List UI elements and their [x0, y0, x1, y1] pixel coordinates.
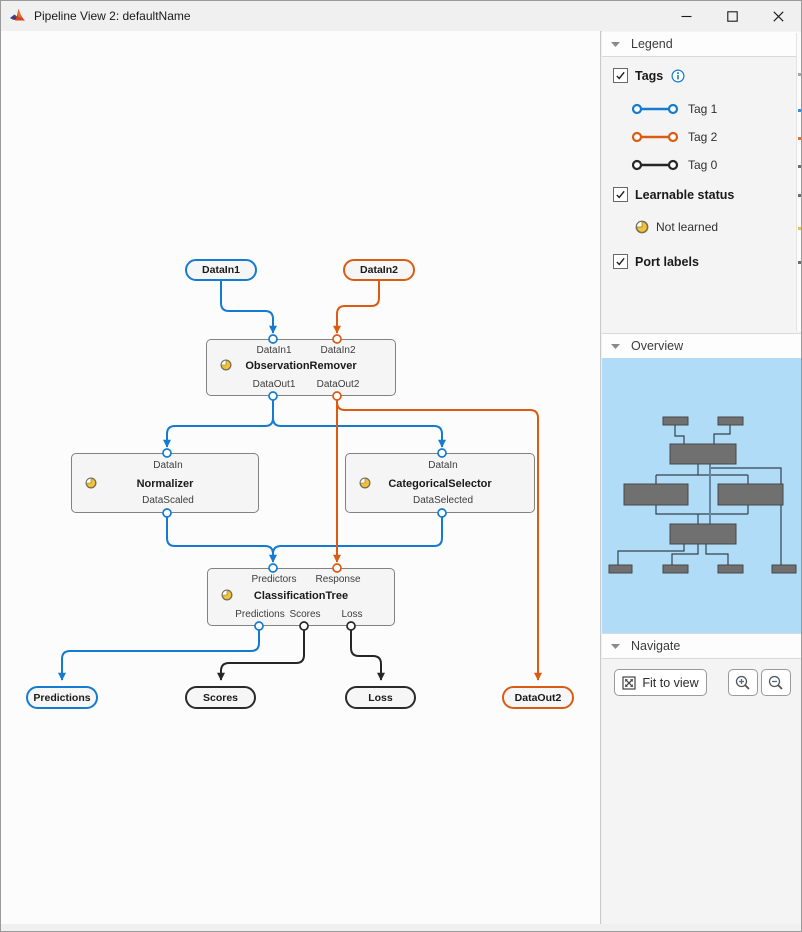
port-labels-label: Port labels — [635, 254, 699, 269]
not-learned-icon — [221, 589, 233, 601]
section-title: Navigate — [631, 639, 681, 653]
zoom-out-button[interactable] — [761, 669, 791, 696]
tag0-line-sample — [631, 158, 679, 172]
tag1-line-sample — [631, 102, 679, 116]
not-learned-icon — [220, 359, 232, 371]
tag2-line-sample — [631, 130, 679, 144]
node-title: ClassificationTree — [253, 590, 349, 602]
port-label: DataOut1 — [252, 379, 296, 390]
port-label: Predictors — [251, 574, 297, 585]
collapse-arrow-icon — [611, 343, 620, 349]
node-dataout2-terminal[interactable]: DataOut2 — [502, 686, 574, 709]
node-observation-remover[interactable]: DataIn1 DataIn2 ObservationRemover DataO… — [206, 339, 396, 396]
section-title: Overview — [631, 339, 684, 353]
port-label: DataIn — [153, 460, 183, 471]
not-learned-icon — [635, 220, 649, 234]
port-label: DataOut2 — [316, 379, 360, 390]
collapse-arrow-icon — [611, 41, 620, 47]
zoom-out-icon — [768, 675, 783, 690]
tags-info-icon[interactable] — [671, 68, 685, 83]
tag2-label: Tag 2 — [688, 130, 718, 144]
learnable-status-label: Learnable status — [635, 187, 735, 202]
node-title: ObservationRemover — [245, 360, 357, 372]
node-label: DataOut2 — [514, 691, 562, 704]
section-title: Legend — [631, 37, 673, 51]
node-datain2-terminal[interactable]: DataIn2 — [343, 259, 415, 281]
node-predictions-terminal[interactable]: Predictions — [26, 686, 98, 709]
not-learned-label: Not learned — [656, 220, 719, 234]
port-label: DataIn1 — [256, 345, 292, 356]
legend-item-tag2: Tag 2 — [631, 130, 717, 144]
overview-minimap[interactable] — [602, 358, 802, 634]
node-label: Loss — [368, 691, 393, 704]
window-close-button[interactable] — [755, 1, 801, 31]
titlebar: Pipeline View 2: defaultName — [1, 1, 801, 32]
legend-item-tag1: Tag 1 — [631, 102, 717, 116]
fit-to-view-button[interactable]: Fit to view — [614, 669, 707, 696]
port-label: Response — [315, 574, 361, 585]
tag0-label: Tag 0 — [688, 158, 718, 172]
window-minimize-button[interactable] — [663, 1, 709, 31]
port-label: Scores — [289, 609, 321, 620]
not-learned-row: Not learned — [635, 220, 718, 234]
node-label: DataIn1 — [202, 264, 240, 276]
legend-item-tag0: Tag 0 — [631, 158, 717, 172]
port-labels-checkbox[interactable] — [613, 254, 628, 269]
port-label: Loss — [341, 609, 363, 620]
node-label: Predictions — [33, 691, 91, 704]
port-label: DataIn2 — [320, 345, 356, 356]
port-label: DataScaled — [142, 495, 194, 506]
window-maximize-button[interactable] — [709, 1, 755, 31]
matlab-logo-icon — [9, 8, 26, 24]
tags-label: Tags — [635, 68, 664, 83]
tags-checkbox-row: Tags — [613, 68, 685, 83]
learnable-status-row: Learnable status — [613, 187, 734, 202]
node-categorical-selector[interactable]: DataIn CategoricalSelector DataSelected — [345, 453, 535, 513]
navigate-section-header[interactable]: Navigate — [602, 633, 801, 659]
port-label: DataSelected — [412, 495, 474, 506]
legend-section-header[interactable]: Legend — [602, 32, 801, 57]
sidebar: Legend Tags Tag 1 Tag 2 Tag 0 — [602, 31, 802, 931]
node-loss-terminal[interactable]: Loss — [345, 686, 416, 709]
not-learned-icon — [85, 477, 97, 489]
node-label: DataIn2 — [360, 264, 398, 276]
node-datain1-terminal[interactable]: DataIn1 — [185, 259, 257, 281]
node-label: Scores — [202, 691, 239, 704]
tag1-label: Tag 1 — [688, 102, 718, 116]
window-title: Pipeline View 2: defaultName — [34, 9, 191, 23]
node-title: CategoricalSelector — [388, 478, 492, 490]
learnable-status-checkbox[interactable] — [613, 187, 628, 202]
port-label: Predictions — [235, 609, 285, 620]
node-classification-tree[interactable]: Predictors Response ClassificationTree P… — [207, 568, 395, 626]
node-title: Normalizer — [136, 478, 194, 490]
zoom-in-icon — [735, 675, 750, 690]
overview-section-header[interactable]: Overview — [602, 333, 801, 359]
window-bottom-border — [1, 924, 801, 931]
node-scores-terminal[interactable]: Scores — [185, 686, 256, 709]
collapse-arrow-icon — [611, 643, 620, 649]
port-labels-row: Port labels — [613, 254, 699, 269]
fit-to-view-label: Fit to view — [642, 675, 699, 690]
tags-checkbox[interactable] — [613, 68, 628, 83]
legend-scrollbar[interactable] — [796, 33, 801, 331]
fit-to-view-icon — [622, 675, 636, 690]
port-label: DataIn — [428, 460, 458, 471]
zoom-in-button[interactable] — [728, 669, 758, 696]
node-normalizer[interactable]: DataIn Normalizer DataScaled — [71, 453, 259, 513]
